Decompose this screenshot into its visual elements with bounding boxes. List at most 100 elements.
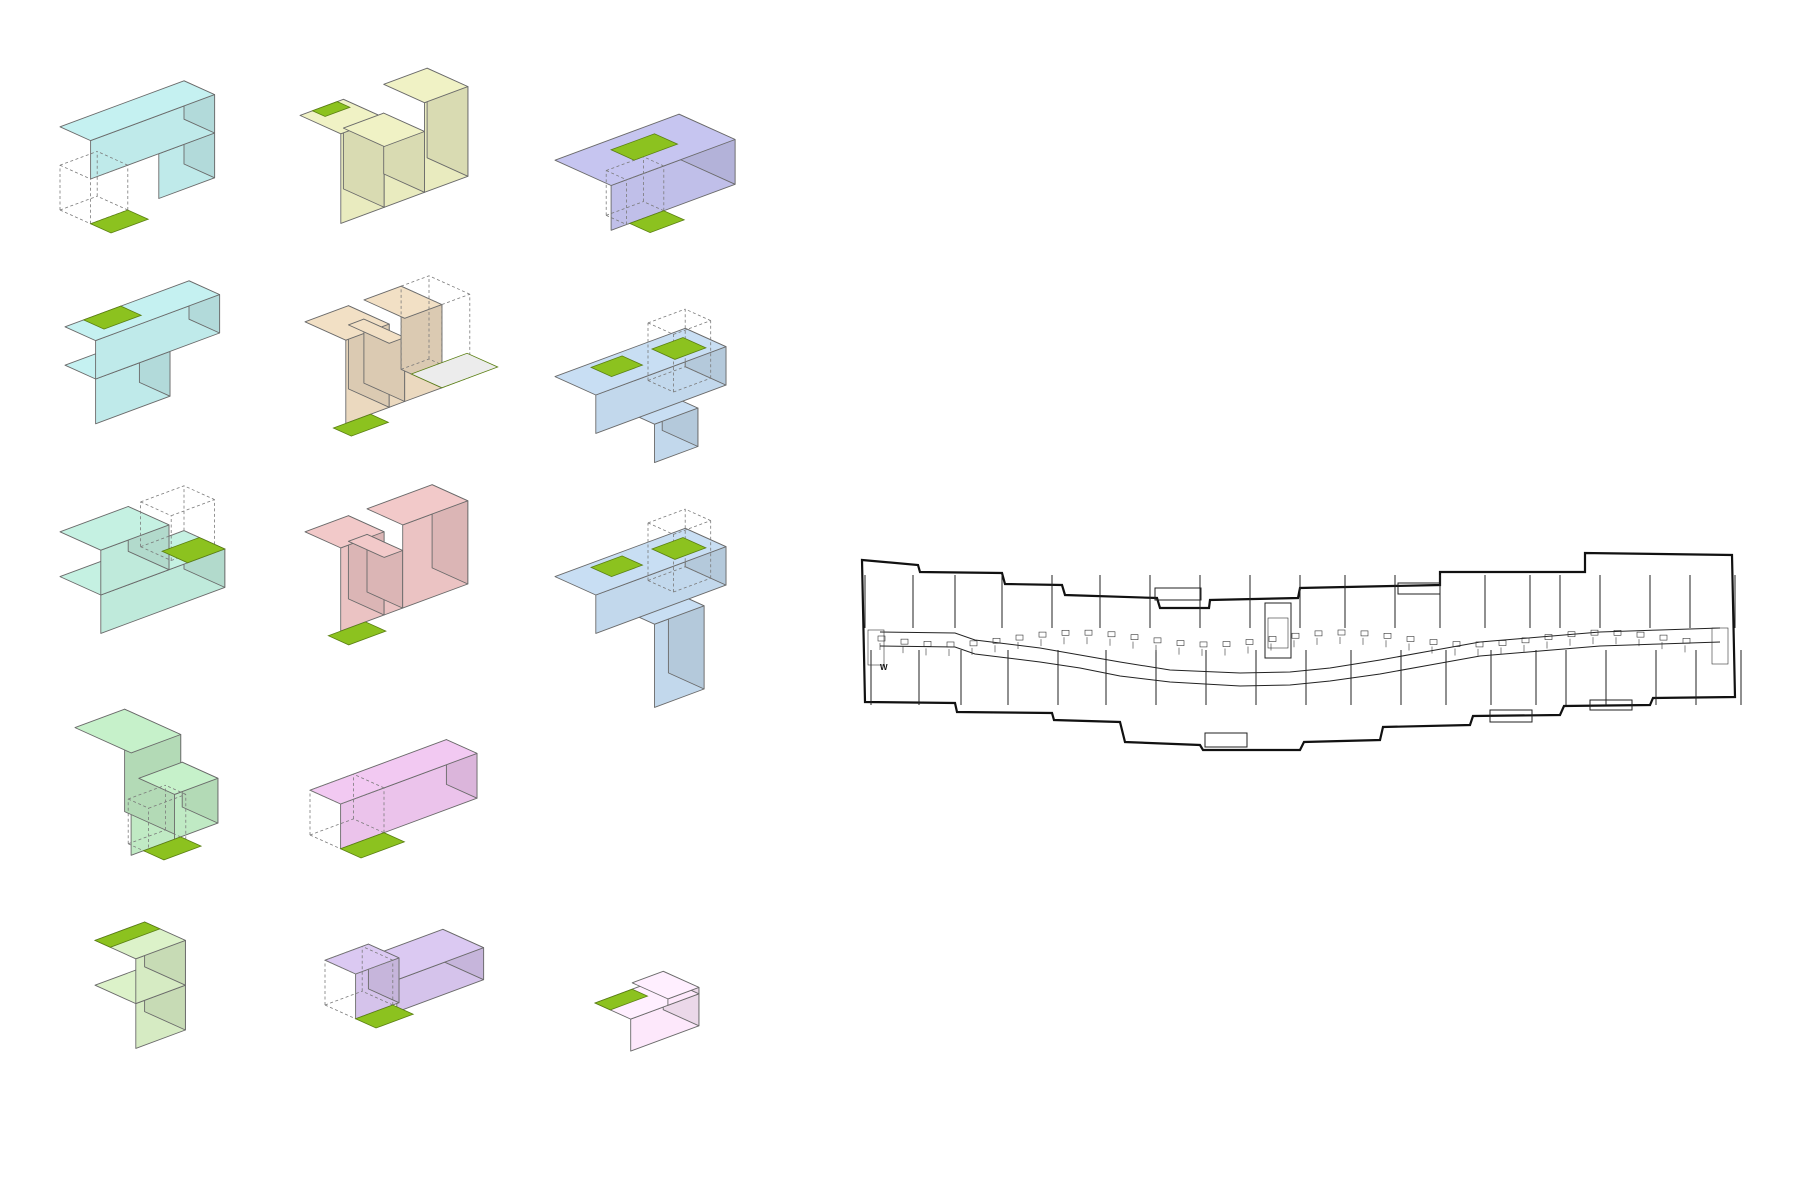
massing-top-face <box>366 484 469 526</box>
ghost-volume-edge <box>626 165 664 181</box>
unit-massing-b3 <box>554 308 727 464</box>
plan-stairs <box>867 617 1729 666</box>
ghost-volume-edge <box>647 380 674 393</box>
ghost-volume-edge <box>643 156 664 167</box>
plan-fixture <box>969 640 978 647</box>
plan-fixture <box>992 637 1001 644</box>
ghost-volume-edge <box>647 308 686 324</box>
ghost-volume-edge <box>647 522 674 535</box>
plan-fixture <box>1061 629 1070 636</box>
plan-fixture <box>1590 629 1599 636</box>
plan-fixture <box>1682 638 1691 644</box>
green-space-patch <box>82 305 143 330</box>
unit-massing-e1 <box>93 921 186 1049</box>
unit-massing-b2 <box>304 275 499 437</box>
ghost-volume-edge <box>59 195 98 211</box>
unit-massing-d2 <box>309 739 478 859</box>
ghost-volume-edge <box>685 508 711 521</box>
ghost-volume-edge <box>140 530 185 548</box>
plan-fixture <box>1245 639 1254 645</box>
ghost-volume-edge <box>140 546 172 561</box>
ghost-volume-edge <box>606 214 627 225</box>
plan-fixture <box>1015 634 1024 641</box>
ghost-volume-edge <box>59 151 98 166</box>
ghost-volume-edge <box>324 959 356 975</box>
plan-partitions <box>864 575 1742 705</box>
unit-massing-d1 <box>74 708 219 861</box>
shadow-patch <box>410 352 499 389</box>
plan-fixture <box>877 635 886 642</box>
ghost-volume-edge <box>400 275 430 287</box>
plan-balconies <box>1154 582 1633 748</box>
ghost-volume-edge <box>685 366 711 379</box>
ghost-volume-edge <box>183 485 215 500</box>
ghost-volume-edge <box>673 577 711 593</box>
green-space-patch <box>339 832 406 859</box>
plan-fixture <box>1291 632 1300 639</box>
ghost-volume-edge <box>97 151 128 166</box>
plan-fixture <box>1544 634 1553 640</box>
plan-fixtures <box>877 629 1691 656</box>
plan-fixture <box>1429 639 1438 645</box>
plan-fixture <box>923 641 932 647</box>
ghost-volume-edge <box>140 485 185 503</box>
ghost-volume-edge <box>673 320 711 335</box>
unit-massing-a2 <box>299 67 469 224</box>
floor-plan: W <box>860 551 1742 752</box>
plan-corridor <box>879 627 1721 687</box>
plan-fixture <box>1383 633 1392 639</box>
green-space-patch <box>628 210 686 234</box>
ghost-volume-edge <box>685 308 711 321</box>
plan-fixture <box>1659 634 1668 641</box>
ghost-volume-edge <box>324 990 363 1006</box>
ghost-volume-edge <box>647 322 674 335</box>
plan-fixture <box>1153 637 1162 644</box>
green-space-patch <box>590 555 644 578</box>
unit-massing-c1 <box>59 485 226 634</box>
ghost-volume-edge <box>128 784 166 800</box>
massing-top-face <box>304 515 385 549</box>
ghost-volume-edge <box>165 784 186 795</box>
green-space-patch <box>327 621 387 646</box>
ghost-volume-edge <box>309 818 354 836</box>
plan-fixture <box>1521 637 1530 644</box>
ghost-volume-edge <box>165 829 186 840</box>
ghost-volume-edge <box>647 566 686 581</box>
plan-fixture <box>1107 631 1116 638</box>
plan-fixture <box>1498 640 1507 646</box>
plan-fixture <box>1084 629 1093 636</box>
plan-fixture <box>900 638 909 645</box>
unit-massing-e2 <box>324 928 485 1029</box>
ghost-volume-edge <box>647 366 686 381</box>
plan-fixture <box>1636 631 1645 638</box>
ghost-volume-edge <box>324 946 363 961</box>
ghost-volume-edge <box>353 773 385 789</box>
green-space-patch <box>332 413 390 437</box>
plan-fixture <box>1475 641 1484 648</box>
unit-massing-e3 <box>593 970 700 1052</box>
plan-fixture <box>1452 641 1461 647</box>
ghost-volume-edge <box>362 990 393 1006</box>
ghost-volume-edge <box>97 195 128 211</box>
plan-fixture <box>1038 631 1047 638</box>
ghost-volume-edge <box>362 946 393 961</box>
plan-fixture <box>946 641 955 648</box>
unit-massing-c3 <box>554 508 727 708</box>
massing-top-face <box>383 67 469 104</box>
ghost-volume-edge <box>647 580 674 593</box>
ghost-volume-edge <box>355 959 393 975</box>
ghost-volume-edge <box>324 1004 356 1020</box>
green-space-patch <box>650 537 707 560</box>
ghost-volume-edge <box>606 170 627 181</box>
green-space-patch <box>354 1004 415 1029</box>
ghost-volume-edge <box>340 787 385 805</box>
green-space-patch <box>311 101 351 117</box>
ghost-volume-edge <box>441 293 470 305</box>
massing-top-face <box>74 708 182 754</box>
green-space-patch <box>610 133 679 161</box>
plan-fixture <box>1314 630 1323 637</box>
ghost-volume-edge <box>128 829 166 845</box>
ghost-volume-edge <box>428 275 470 295</box>
unit-massing-a3 <box>554 113 736 234</box>
